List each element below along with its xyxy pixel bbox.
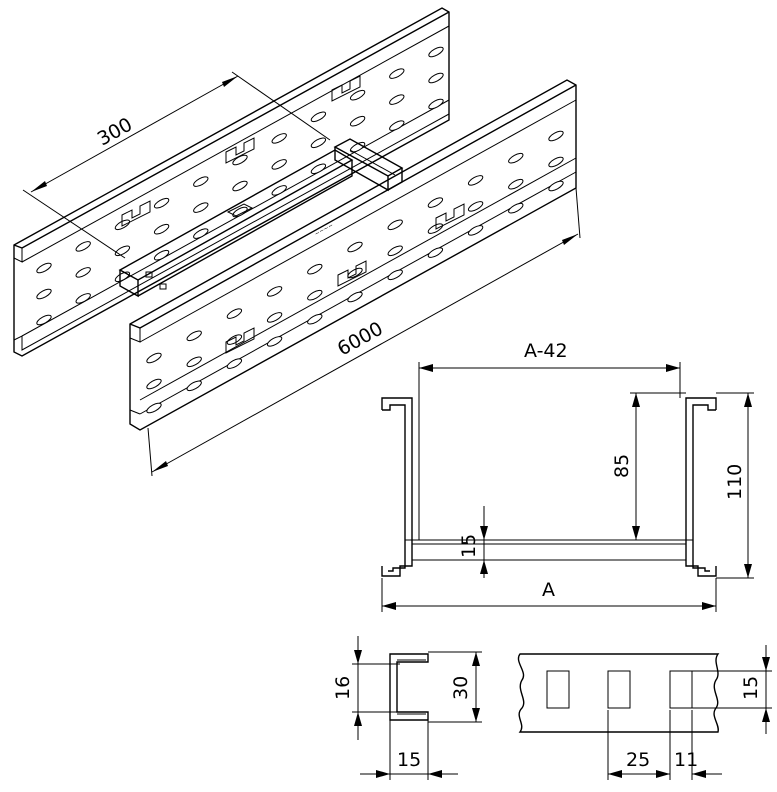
rail-slot bbox=[271, 133, 287, 144]
rail-slot bbox=[232, 206, 248, 218]
rail-slot bbox=[467, 225, 484, 236]
rail-slot bbox=[467, 201, 484, 212]
rail-slot bbox=[427, 247, 444, 258]
rail-slot bbox=[389, 68, 405, 79]
slot-width-label: 11 bbox=[674, 749, 698, 771]
rail-slot bbox=[347, 241, 363, 253]
rail-slot bbox=[548, 156, 564, 168]
rail-slot bbox=[349, 115, 366, 127]
inner-height-label: 85 bbox=[611, 454, 633, 478]
rail-slot bbox=[114, 271, 131, 283]
rail-slot bbox=[428, 98, 444, 110]
rail-slot bbox=[36, 288, 52, 300]
profile-height-label: 16 bbox=[332, 676, 354, 700]
rung-height-label: 15 bbox=[458, 534, 480, 558]
rail-slot bbox=[114, 245, 131, 257]
rail-slot bbox=[387, 219, 403, 231]
rail-slot bbox=[310, 137, 327, 149]
rail-slot bbox=[226, 308, 243, 319]
height-label: 110 bbox=[724, 464, 746, 500]
rail-slot bbox=[428, 72, 444, 84]
rail-slot bbox=[307, 313, 323, 325]
rail-slot bbox=[232, 180, 248, 192]
rail-slot bbox=[271, 185, 287, 196]
rail-slot bbox=[193, 202, 209, 213]
rail-slot bbox=[186, 330, 202, 342]
rail-slot bbox=[75, 293, 91, 304]
rail-slot bbox=[310, 111, 327, 123]
rail-slot bbox=[226, 358, 243, 369]
rail-slot bbox=[153, 249, 170, 261]
rail-brackets bbox=[121, 75, 465, 354]
length-dimension-label: 6000 bbox=[334, 318, 387, 361]
front-side-rail bbox=[129, 79, 577, 431]
rail-slot bbox=[266, 312, 283, 323]
rail-slot bbox=[548, 130, 564, 142]
rung-slot-3 bbox=[669, 670, 693, 709]
rung-slot-2 bbox=[607, 670, 631, 709]
rail-slot bbox=[36, 314, 52, 326]
rail-slot bbox=[427, 223, 444, 234]
rail-slot bbox=[271, 159, 287, 170]
rail-slot bbox=[75, 267, 91, 278]
front-rail-slots bbox=[146, 130, 564, 414]
overall-height-label: 30 bbox=[450, 676, 472, 700]
rail-slot bbox=[146, 378, 162, 390]
cross-section-view: A-42 85 110 15 A bbox=[381, 340, 754, 612]
rung-section-view: 16 30 15 bbox=[332, 636, 482, 780]
rail-slot bbox=[232, 154, 248, 166]
back-rail-slots bbox=[36, 46, 444, 326]
rail-slot bbox=[389, 120, 405, 131]
rail-slot bbox=[548, 180, 564, 192]
rail-slot bbox=[153, 223, 170, 235]
rail-slot bbox=[427, 197, 444, 208]
inner-width-label: A-42 bbox=[524, 340, 568, 362]
width-label: A bbox=[542, 579, 555, 601]
rail-slot bbox=[307, 263, 323, 275]
rail-slot bbox=[347, 291, 363, 303]
rail-slot bbox=[467, 175, 484, 186]
isometric-ladder-view: ~~~~ ~~~~ 300 6000 bbox=[13, 7, 581, 477]
rail-slot bbox=[266, 286, 283, 297]
rail-slot bbox=[428, 46, 444, 58]
rail-slot bbox=[349, 89, 366, 101]
rail-slot bbox=[387, 245, 403, 257]
rail-slot bbox=[36, 262, 52, 274]
rail-slot bbox=[508, 178, 524, 190]
rail-slot bbox=[146, 402, 162, 414]
rail-slot bbox=[75, 241, 91, 252]
rail-slot bbox=[193, 176, 209, 187]
length-dimension: 6000 bbox=[147, 187, 581, 477]
slot-pitch-label: 25 bbox=[626, 749, 650, 771]
slot-detail-view: 15 25 11 bbox=[517, 645, 772, 780]
rail-slot bbox=[307, 289, 323, 301]
rail-slot bbox=[153, 197, 170, 209]
rung-slot-1 bbox=[546, 670, 570, 709]
rail-slot bbox=[186, 380, 202, 392]
rung-front bbox=[118, 149, 354, 298]
rail-slot bbox=[266, 336, 283, 347]
rail-slot bbox=[508, 202, 524, 214]
rail-slot bbox=[186, 356, 202, 368]
rail-slot bbox=[387, 269, 403, 281]
rail-slot bbox=[508, 152, 524, 164]
slot-height-label: 15 bbox=[740, 676, 762, 700]
rail-slot bbox=[310, 163, 327, 175]
flange-width-label: 15 bbox=[397, 749, 421, 771]
rail-slot bbox=[193, 228, 209, 239]
rail-slot bbox=[389, 94, 405, 105]
back-side-rail bbox=[13, 7, 450, 357]
rail-slot bbox=[146, 352, 162, 364]
